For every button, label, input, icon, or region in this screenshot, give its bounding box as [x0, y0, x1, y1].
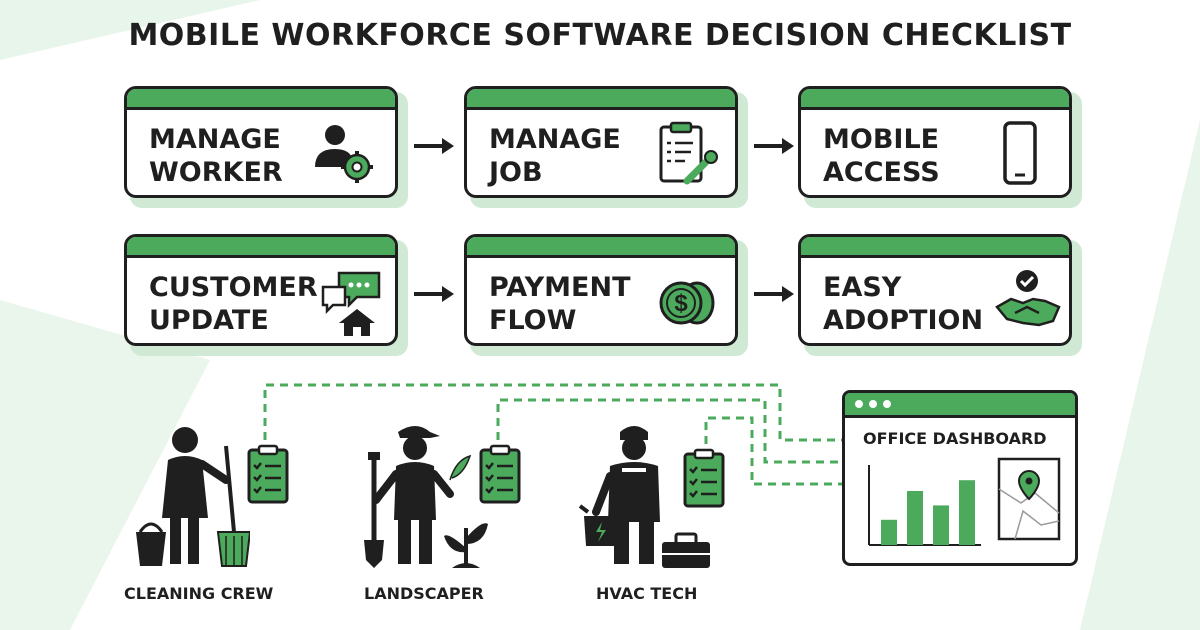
- svg-text:$: $: [674, 290, 688, 317]
- dashboard-title: OFFICE DASHBOARD: [863, 429, 1047, 448]
- dollar-coin-icon: $: [659, 281, 715, 325]
- worker-label-cleaning-crew: CLEANING CREW: [124, 584, 274, 603]
- office-dashboard-window: OFFICE DASHBOARD: [842, 390, 1078, 566]
- clipboard-check-icon: [479, 444, 521, 504]
- window-dot: [869, 400, 877, 408]
- arrow-right-icon: [414, 286, 454, 302]
- page-title: MOBILE WORKFORCE SOFTWARE DECISION CHECK…: [128, 18, 1072, 53]
- window-dot: [855, 400, 863, 408]
- worker-label-landscaper: LANDSCAPER: [364, 584, 484, 603]
- bar-chart-icon: [868, 465, 981, 546]
- worker-label-hvac-tech: HVAC TECH: [596, 584, 698, 603]
- hvac-tech-icon: [578, 426, 710, 568]
- arrow-right-icon: [754, 138, 794, 154]
- clipboard-check-icon: [683, 448, 725, 508]
- chat-house-icon: [321, 271, 381, 336]
- dashboard-bar: [933, 505, 949, 545]
- clipboard-wrench-icon: [659, 121, 718, 185]
- handshake-check-icon: [995, 270, 1061, 327]
- arrow-right-icon: [414, 138, 454, 154]
- landscaper-icon: [364, 426, 488, 568]
- dashboard-bar: [959, 480, 975, 545]
- dashboard-bar: [881, 519, 897, 545]
- clipboard-check-icon: [247, 444, 289, 504]
- window-dot: [883, 400, 891, 408]
- window-titlebar: [845, 393, 1075, 418]
- cleaner-icon: [136, 427, 250, 567]
- worker-gear-icon: [315, 125, 373, 183]
- map-pin-icon: [997, 457, 1061, 541]
- dashboard-bar: [907, 491, 923, 545]
- arrow-right-icon: [754, 286, 794, 302]
- smartphone-icon: [1003, 121, 1037, 185]
